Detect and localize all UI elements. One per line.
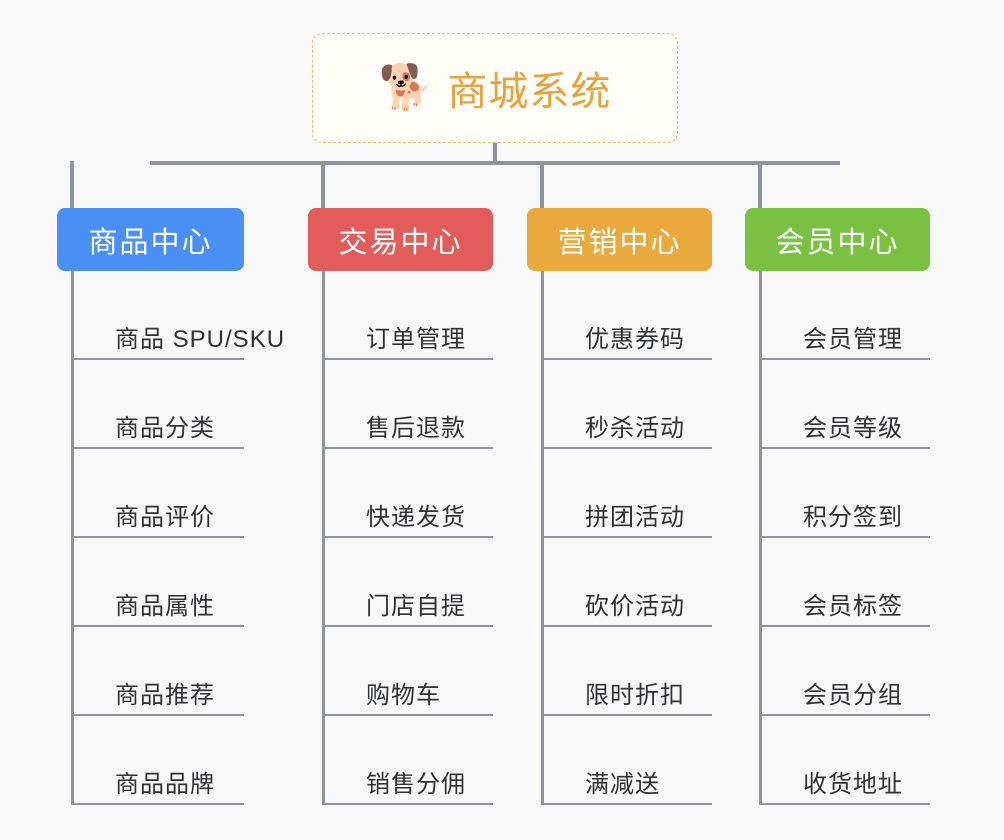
leaf-item-label: 购物车 bbox=[366, 682, 441, 709]
leaf-item-label: 砍价活动 bbox=[585, 593, 685, 620]
leaf-item-label: 商品评价 bbox=[115, 504, 215, 531]
leaf-item[interactable]: 砍价活动 bbox=[541, 538, 712, 627]
leaf-list-3: 优惠券码秒杀活动拼团活动砍价活动限时折扣满减送 bbox=[527, 271, 712, 805]
connector-root-stem bbox=[493, 143, 497, 165]
category-column-3: 营销中心优惠券码秒杀活动拼团活动砍价活动限时折扣满减送 bbox=[527, 208, 712, 805]
category-spine-2 bbox=[322, 271, 325, 805]
leaf-item-label: 快递发货 bbox=[366, 504, 466, 531]
leaf-item[interactable]: 销售分佣 bbox=[322, 716, 493, 805]
category-header-label: 交易中心 bbox=[338, 226, 463, 259]
leaf-item[interactable]: 拼团活动 bbox=[541, 449, 712, 538]
leaf-item-label: 会员标签 bbox=[803, 593, 903, 620]
leaf-item[interactable]: 秒杀活动 bbox=[541, 360, 712, 449]
leaf-item-label: 积分签到 bbox=[803, 504, 903, 531]
connector-drop-2 bbox=[321, 161, 325, 208]
leaf-item[interactable]: 会员分组 bbox=[759, 627, 930, 716]
root-node-label: 商城系统 bbox=[447, 70, 612, 114]
category-column-4: 会员中心会员管理会员等级积分签到会员标签会员分组收货地址 bbox=[745, 208, 930, 805]
leaf-item[interactable]: 售后退款 bbox=[322, 360, 493, 449]
leaf-item[interactable]: 商品 SPU/SKU bbox=[71, 271, 284, 360]
leaf-item-label: 商品属性 bbox=[115, 593, 215, 620]
category-header-1[interactable]: 商品中心 bbox=[57, 208, 244, 271]
leaf-item-label: 会员分组 bbox=[803, 682, 903, 709]
leaf-item-label: 收货地址 bbox=[803, 771, 903, 798]
connector-drop-4 bbox=[758, 161, 762, 208]
leaf-item[interactable]: 会员等级 bbox=[759, 360, 930, 449]
leaf-item-label: 拼团活动 bbox=[585, 504, 685, 531]
leaf-item-label: 商品品牌 bbox=[115, 771, 215, 798]
leaf-item[interactable]: 商品评价 bbox=[71, 449, 244, 538]
leaf-item[interactable]: 商品推荐 bbox=[71, 627, 244, 716]
leaf-list-1: 商品 SPU/SKU 商品分类商品评价商品属性商品推荐商品品牌 bbox=[57, 271, 284, 805]
category-header-4[interactable]: 会员中心 bbox=[745, 208, 930, 271]
leaf-item-label: 秒杀活动 bbox=[585, 415, 685, 442]
leaf-item[interactable]: 快递发货 bbox=[322, 449, 493, 538]
leaf-item[interactable]: 购物车 bbox=[322, 627, 493, 716]
leaf-item[interactable]: 商品分类 bbox=[71, 360, 244, 449]
leaf-item-label: 优惠券码 bbox=[585, 326, 685, 353]
category-column-2: 交易中心订单管理售后退款快递发货门店自提购物车销售分佣 bbox=[308, 208, 493, 805]
leaf-item[interactable]: 订单管理 bbox=[322, 271, 493, 360]
shiba-dog-face-icon: 🐕 bbox=[378, 63, 434, 112]
leaf-item[interactable]: 积分签到 bbox=[759, 449, 930, 538]
leaf-item[interactable]: 会员标签 bbox=[759, 538, 930, 627]
leaf-list-2: 订单管理售后退款快递发货门店自提购物车销售分佣 bbox=[308, 271, 493, 805]
leaf-item-label: 商品分类 bbox=[115, 415, 215, 442]
leaf-item-label: 限时折扣 bbox=[585, 682, 685, 709]
connector-drop-1 bbox=[70, 161, 74, 208]
leaf-item-label: 销售分佣 bbox=[366, 771, 466, 798]
category-header-label: 会员中心 bbox=[775, 226, 900, 259]
category-spine-3 bbox=[541, 271, 544, 805]
category-spine-1 bbox=[71, 271, 74, 805]
leaf-item[interactable]: 满减送 bbox=[541, 716, 712, 805]
leaf-item-label: 门店自提 bbox=[366, 593, 466, 620]
leaf-item-label: 订单管理 bbox=[366, 326, 466, 353]
leaf-item-label: 商品推荐 bbox=[115, 682, 215, 709]
category-header-2[interactable]: 交易中心 bbox=[308, 208, 493, 271]
leaf-item[interactable]: 商品品牌 bbox=[71, 716, 244, 805]
leaf-item-label: 商品 SPU/SKU bbox=[115, 326, 286, 353]
category-column-1: 商品中心商品 SPU/SKU 商品分类商品评价商品属性商品推荐商品品牌 bbox=[57, 208, 284, 805]
category-header-label: 营销中心 bbox=[557, 226, 682, 259]
leaf-item-label: 会员等级 bbox=[803, 415, 903, 442]
leaf-item-label: 售后退款 bbox=[366, 415, 466, 442]
leaf-item[interactable]: 优惠券码 bbox=[541, 271, 712, 360]
category-spine-4 bbox=[759, 271, 762, 805]
leaf-item[interactable]: 门店自提 bbox=[322, 538, 493, 627]
leaf-item[interactable]: 收货地址 bbox=[759, 716, 930, 805]
leaf-item[interactable]: 限时折扣 bbox=[541, 627, 712, 716]
root-node-mall-system[interactable]: 🐕 商城系统 bbox=[312, 33, 678, 143]
connector-horizontal-bus bbox=[150, 161, 840, 165]
leaf-item[interactable]: 商品属性 bbox=[71, 538, 244, 627]
leaf-item-label: 满减送 bbox=[585, 771, 660, 798]
leaf-item-label: 会员管理 bbox=[803, 326, 903, 353]
category-header-3[interactable]: 营销中心 bbox=[527, 208, 712, 271]
connector-drop-3 bbox=[540, 161, 544, 208]
category-header-label: 商品中心 bbox=[88, 226, 213, 259]
leaf-list-4: 会员管理会员等级积分签到会员标签会员分组收货地址 bbox=[745, 271, 930, 805]
leaf-item[interactable]: 会员管理 bbox=[759, 271, 930, 360]
